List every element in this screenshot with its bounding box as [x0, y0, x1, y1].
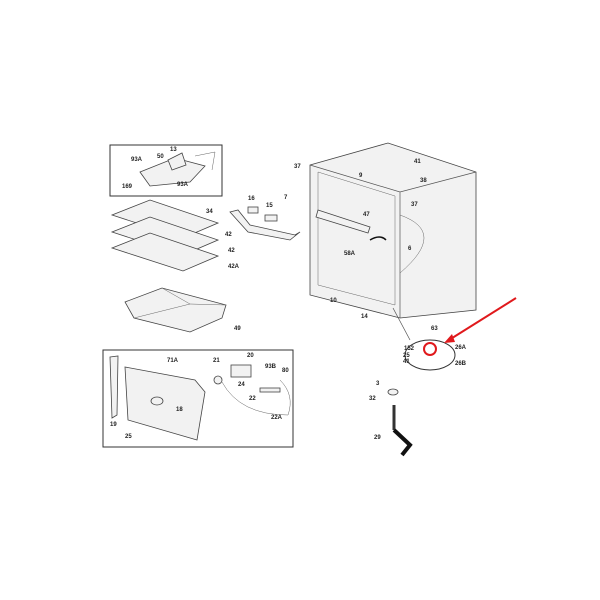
highlight-circle — [423, 342, 437, 356]
basket — [124, 287, 227, 333]
part-label: 58A — [344, 251, 356, 257]
part-label: 38 — [420, 178, 427, 184]
cabinet — [309, 142, 477, 319]
part-label: 25 — [125, 434, 132, 440]
bottom-panel-inset — [102, 349, 294, 448]
part-label: 41 — [414, 159, 421, 165]
part-label: 42A — [228, 264, 240, 270]
part-label: 34 — [206, 209, 213, 215]
part-label: 7 — [284, 195, 288, 201]
part-label: 16 — [248, 196, 255, 202]
part-label: 50 — [157, 154, 164, 160]
part-label: 6 — [408, 246, 412, 252]
red-arrow — [448, 297, 517, 341]
part-label: 42 — [225, 232, 232, 238]
part-label: 152 — [404, 346, 415, 352]
part-label: 49 — [234, 326, 241, 332]
part-label: 15 — [266, 203, 273, 209]
ice-tray-inset — [109, 144, 223, 197]
part-label: 26A — [455, 345, 467, 351]
part-label: 93A — [131, 157, 143, 163]
part-label: 3 — [376, 381, 380, 387]
part-label: 42 — [228, 248, 235, 254]
part-label: 93B — [265, 364, 277, 370]
part-label: 9 — [359, 173, 363, 179]
part-label: 37 — [294, 164, 301, 170]
part-label: 18 — [176, 407, 183, 413]
part-label: 37 — [411, 202, 418, 208]
part-label: 25 — [403, 353, 410, 359]
part-label: 10 — [330, 298, 337, 304]
part-label: 63 — [431, 326, 438, 332]
part-label: 22 — [249, 396, 256, 402]
part-label: 71A — [167, 358, 179, 364]
part-label: 47 — [363, 212, 370, 218]
part-label: 169 — [122, 184, 133, 190]
drain-hose — [387, 388, 413, 457]
part-label: 93A — [177, 182, 189, 188]
door-trim — [229, 206, 301, 241]
part-label: 21 — [213, 358, 220, 364]
part-label: 41 — [403, 359, 410, 365]
part-label: 22A — [271, 415, 283, 421]
part-label: 26B — [455, 361, 467, 367]
part-label: 32 — [369, 396, 376, 402]
part-label: 14 — [361, 314, 368, 320]
part-label: 19 — [110, 422, 117, 428]
part-label: 29 — [374, 435, 381, 441]
part-label: 24 — [238, 382, 245, 388]
detail-circle — [392, 297, 517, 371]
part-label: 13 — [170, 147, 177, 153]
wire-shelves — [110, 199, 220, 272]
part-label: 80 — [282, 368, 289, 374]
part-label: 20 — [247, 353, 254, 359]
